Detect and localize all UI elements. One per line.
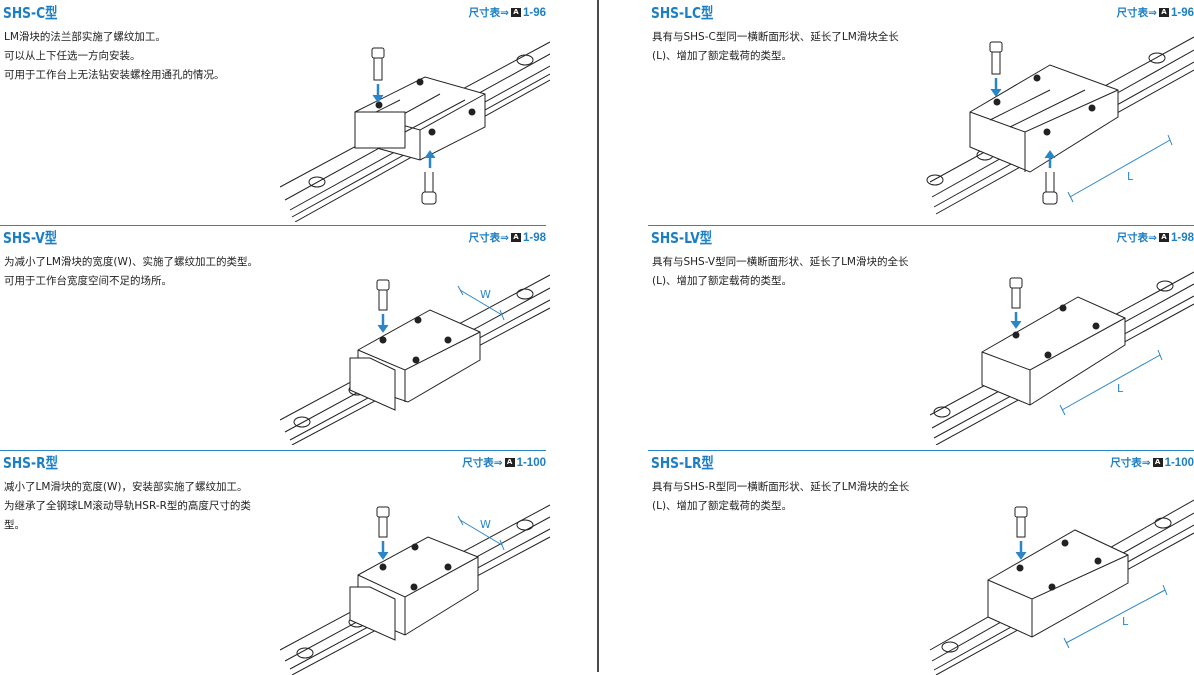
ref-prefix: 尺寸表⇒	[1116, 7, 1157, 19]
length-dimension-arrow	[1069, 139, 1171, 198]
section-shs-c: SHS-C型 尺寸表⇒ A 1-96 LM滑块的法兰部实施了螺纹加工。 可以从上…	[0, 0, 550, 222]
ref-page: 1-96	[522, 6, 546, 19]
desc-line: 为减小了LM滑块的宽度(W)、实施了螺纹加工的类型。	[4, 256, 258, 268]
section-title: SHS-R型	[3, 454, 58, 472]
section-title: SHS-V型	[3, 229, 58, 247]
dimension-table-link[interactable]: 尺寸表⇒ A 1-98	[1117, 230, 1194, 245]
book-icon: A	[1158, 233, 1169, 242]
svg-text:L: L	[1127, 170, 1134, 183]
section-description: LM滑块的法兰部实施了螺纹加工。 可以从上下任选一方向安装。 可用于工作台上无法…	[4, 28, 269, 85]
desc-line: 可用于工作台上无法钻安装螺栓用通孔的情况。	[4, 69, 225, 81]
section-description: 具有与SHS-R型同一横断面形状、延长了LM滑块的全长(L)、增加了额定载荷的类…	[652, 478, 917, 516]
section-shs-v: SHS-V型 尺寸表⇒ A 1-98 为减小了LM滑块的宽度(W)、实施了螺纹加…	[0, 225, 550, 447]
section-shs-lr: SHS-LR型 尺寸表⇒ A 1-100 具有与SHS-R型同一横断面形状、延长…	[648, 450, 1194, 675]
svg-text:L: L	[1117, 382, 1124, 395]
desc-line: 具有与SHS-C型同一横断面形状、延长了LM滑块全长(L)、增加了额定载荷的类型…	[652, 31, 899, 62]
section-rule	[648, 450, 1194, 451]
section-shs-r: SHS-R型 尺寸表⇒ A 1-100 减小了LM滑块的宽度(W)，安装部实施了…	[0, 450, 550, 675]
ref-prefix: 尺寸表⇒	[1116, 232, 1157, 244]
linear-guide-long-narrow-block-illustration: L	[929, 271, 1194, 445]
section-title: SHS-LC型	[651, 4, 714, 22]
section-rule	[648, 225, 1194, 226]
dimension-table-link[interactable]: 尺寸表⇒ A 1-96	[469, 5, 546, 20]
dimension-table-link[interactable]: 尺寸表⇒ A 1-100	[462, 455, 546, 470]
ref-prefix: 尺寸表⇒	[468, 232, 509, 244]
linear-guide-flange-block-illustration	[280, 41, 550, 222]
ref-prefix: 尺寸表⇒	[468, 7, 509, 19]
dimension-table-link[interactable]: 尺寸表⇒ A 1-96	[1117, 5, 1194, 20]
ref-page: 1-100	[516, 456, 546, 469]
section-title: SHS-C型	[3, 4, 58, 22]
desc-line: 具有与SHS-V型同一横断面形状、延长了LM滑块的全长(L)、增加了额定载荷的类…	[652, 256, 909, 287]
section-rule	[0, 450, 546, 451]
width-dimension-arrow	[459, 289, 503, 316]
book-icon: A	[1158, 8, 1169, 17]
svg-text:L: L	[1122, 615, 1129, 628]
desc-line: 可以从上下任选一方向安装。	[4, 50, 141, 62]
section-shs-lv: SHS-LV型 尺寸表⇒ A 1-98 具有与SHS-V型同一横断面形状、延长了…	[648, 225, 1194, 447]
block-icon	[354, 76, 486, 161]
section-description: 为减小了LM滑块的宽度(W)、实施了螺纹加工的类型。 可用于工作台宽度空间不足的…	[4, 253, 269, 291]
linear-guide-tall-block-illustration: W	[280, 504, 550, 675]
linear-guide-long-flange-block-illustration: L	[926, 36, 1194, 215]
ref-page: 1-96	[1170, 6, 1194, 19]
ref-prefix: 尺寸表⇒	[1110, 457, 1151, 469]
book-icon: A	[504, 458, 515, 467]
section-title: SHS-LR型	[651, 454, 714, 472]
ref-page: 1-98	[1170, 231, 1194, 244]
section-shs-lc: SHS-LC型 尺寸表⇒ A 1-96 具有与SHS-C型同一横断面形状、延长了…	[648, 0, 1194, 222]
book-icon: A	[510, 233, 521, 242]
desc-line: 具有与SHS-R型同一横断面形状、延长了LM滑块的全长(L)、增加了额定载荷的类…	[652, 481, 910, 512]
book-icon: A	[1152, 458, 1163, 467]
bolt-icon	[371, 47, 385, 81]
section-title: SHS-LV型	[651, 229, 713, 247]
svg-text:W: W	[480, 518, 491, 531]
linear-guide-long-tall-block-illustration: L	[929, 499, 1194, 675]
section-description: 具有与SHS-V型同一横断面形状、延长了LM滑块的全长(L)、增加了额定载荷的类…	[652, 253, 917, 291]
svg-text:W: W	[480, 288, 491, 301]
book-icon: A	[510, 8, 521, 17]
column-divider	[597, 0, 599, 672]
linear-guide-narrow-block-illustration: W	[280, 274, 550, 445]
section-description: 减小了LM滑块的宽度(W)，安装部实施了螺纹加工。 为继承了全钢球LM滚动导轨H…	[4, 478, 269, 535]
dimension-table-link[interactable]: 尺寸表⇒ A 1-100	[1110, 455, 1194, 470]
ref-page: 1-98	[522, 231, 546, 244]
desc-line: 减小了LM滑块的宽度(W)，安装部实施了螺纹加工。	[4, 481, 248, 493]
desc-line: LM滑块的法兰部实施了螺纹加工。	[4, 31, 166, 43]
bolt-icon	[421, 172, 437, 205]
ref-page: 1-100	[1164, 456, 1194, 469]
section-rule	[0, 225, 546, 226]
dimension-table-link[interactable]: 尺寸表⇒ A 1-98	[469, 230, 546, 245]
ref-prefix: 尺寸表⇒	[462, 457, 503, 469]
section-description: 具有与SHS-C型同一横断面形状、延长了LM滑块全长(L)、增加了额定载荷的类型…	[652, 28, 917, 66]
desc-line: 为继承了全钢球LM滚动导轨HSR-R型的高度尺寸的类型。	[4, 500, 251, 531]
desc-line: 可用于工作台宽度空间不足的场所。	[4, 275, 172, 287]
